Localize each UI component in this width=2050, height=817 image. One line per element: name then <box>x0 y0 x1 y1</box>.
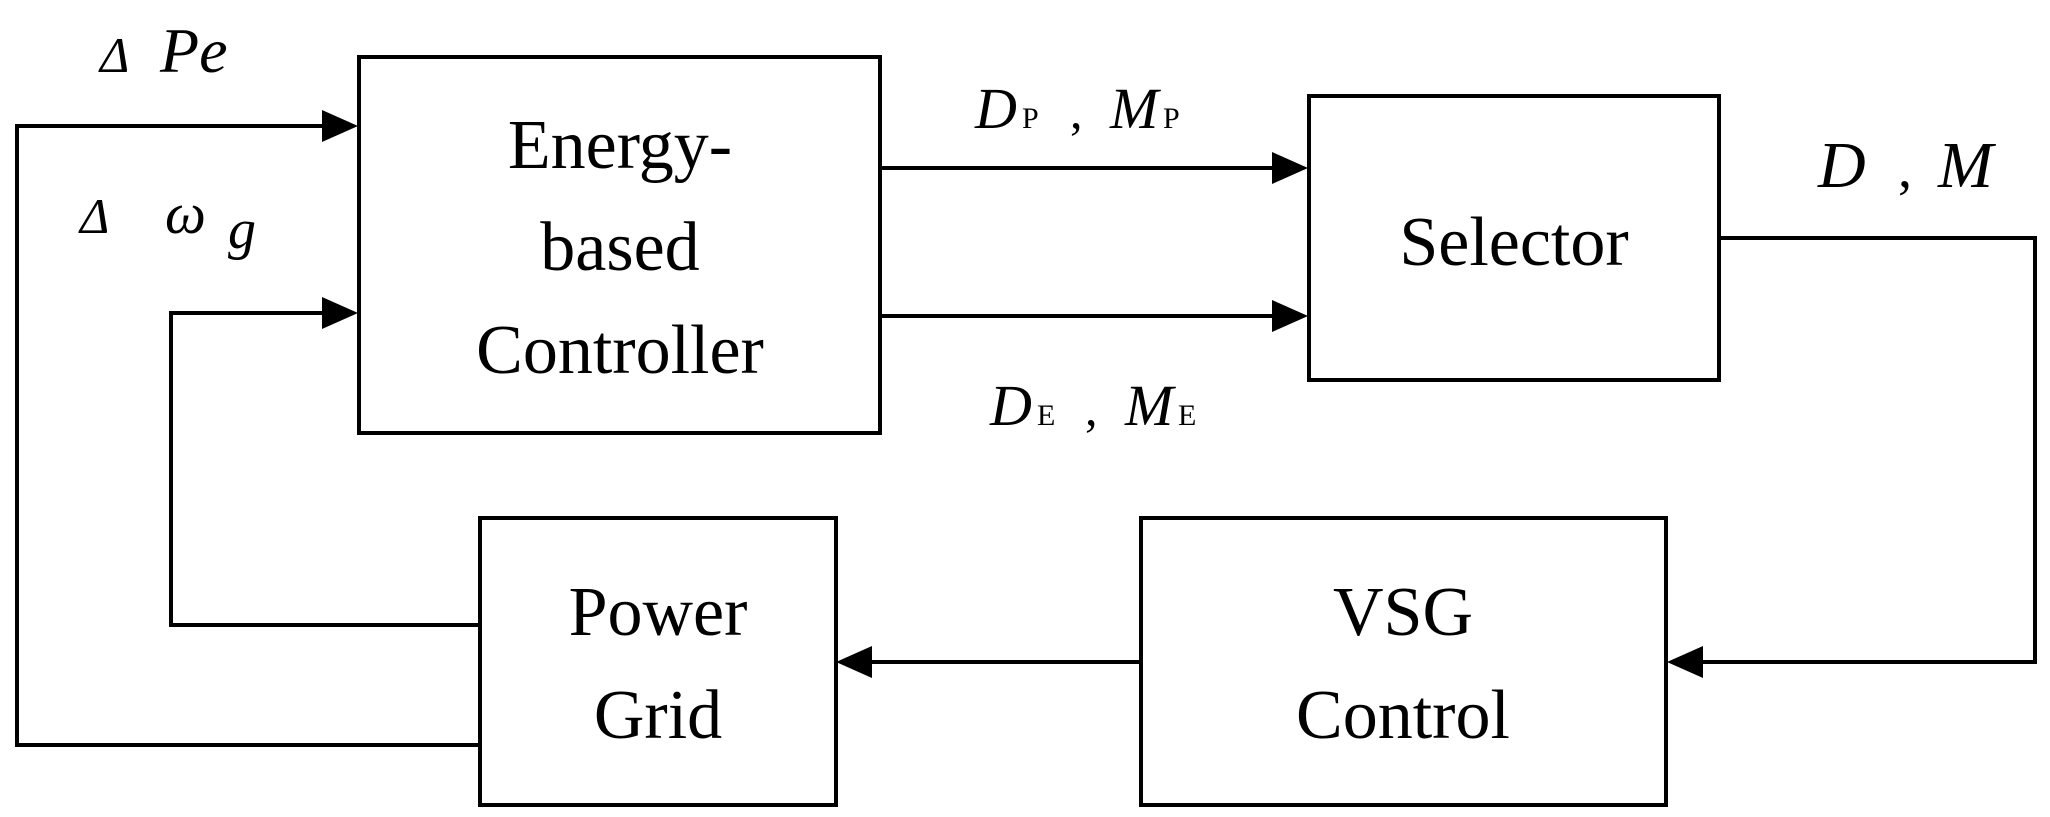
power-grid-line2: Grid <box>594 677 722 754</box>
power-grid-block: Power Grid <box>478 516 838 807</box>
vsg-control-line1: VSG <box>1333 574 1473 651</box>
dp-mp-arrowhead <box>1272 152 1308 184</box>
delta-pe-arrowhead <box>322 110 358 142</box>
de-symbol: D <box>989 373 1032 438</box>
de-subscript: E <box>1037 399 1055 432</box>
me-subscript: E <box>1178 399 1196 432</box>
delta-omega-subscript: g <box>228 199 256 261</box>
delta-pe-name: Pe <box>159 15 228 86</box>
energy-block-line2: based <box>540 209 699 286</box>
delta-pe-feedback-wire <box>15 124 478 747</box>
dp-subscript: P <box>1022 102 1039 135</box>
delta-omega-delta: Δ <box>78 188 109 244</box>
delta-omega-symbol: ω <box>165 181 206 246</box>
delta-pe-label: Δ Pe <box>98 15 228 86</box>
selector-block: Selector <box>1307 94 1721 382</box>
energy-based-controller-block: Energy- based Controller <box>357 55 882 435</box>
d-symbol: D <box>1817 129 1866 202</box>
mp-symbol: M <box>1109 76 1161 141</box>
me-symbol: M <box>1124 373 1176 438</box>
de-me-separator: , <box>1085 380 1098 436</box>
vsg-control-block: VSG Control <box>1139 516 1668 807</box>
dp-mp-label: D P , M P <box>974 76 1180 141</box>
selector-block-label: Selector <box>1399 204 1628 281</box>
d-m-wire <box>1700 236 2037 664</box>
delta-omega-label: Δ ω g <box>78 181 256 261</box>
m-symbol: M <box>1937 129 1997 202</box>
d-m-separator: , <box>1898 138 1912 200</box>
d-m-label: D , M <box>1817 129 1997 202</box>
de-me-arrowhead <box>1272 300 1308 332</box>
d-m-arrowhead <box>1667 646 1703 678</box>
dp-symbol: D <box>974 76 1017 141</box>
delta-omega-arrowhead <box>322 297 358 329</box>
power-grid-line1: Power <box>569 574 748 651</box>
delta-omega-feedback-wire <box>169 311 478 627</box>
dp-mp-separator: , <box>1070 83 1083 139</box>
mp-subscript: P <box>1163 102 1180 135</box>
de-me-label: D E , M E <box>989 373 1196 438</box>
energy-block-line1: Energy- <box>508 107 732 184</box>
vsg-control-line2: Control <box>1296 677 1510 754</box>
vsg-to-grid-arrowhead <box>836 646 872 678</box>
energy-block-line3: Controller <box>476 312 764 389</box>
delta-pe-delta: Δ <box>98 27 129 83</box>
